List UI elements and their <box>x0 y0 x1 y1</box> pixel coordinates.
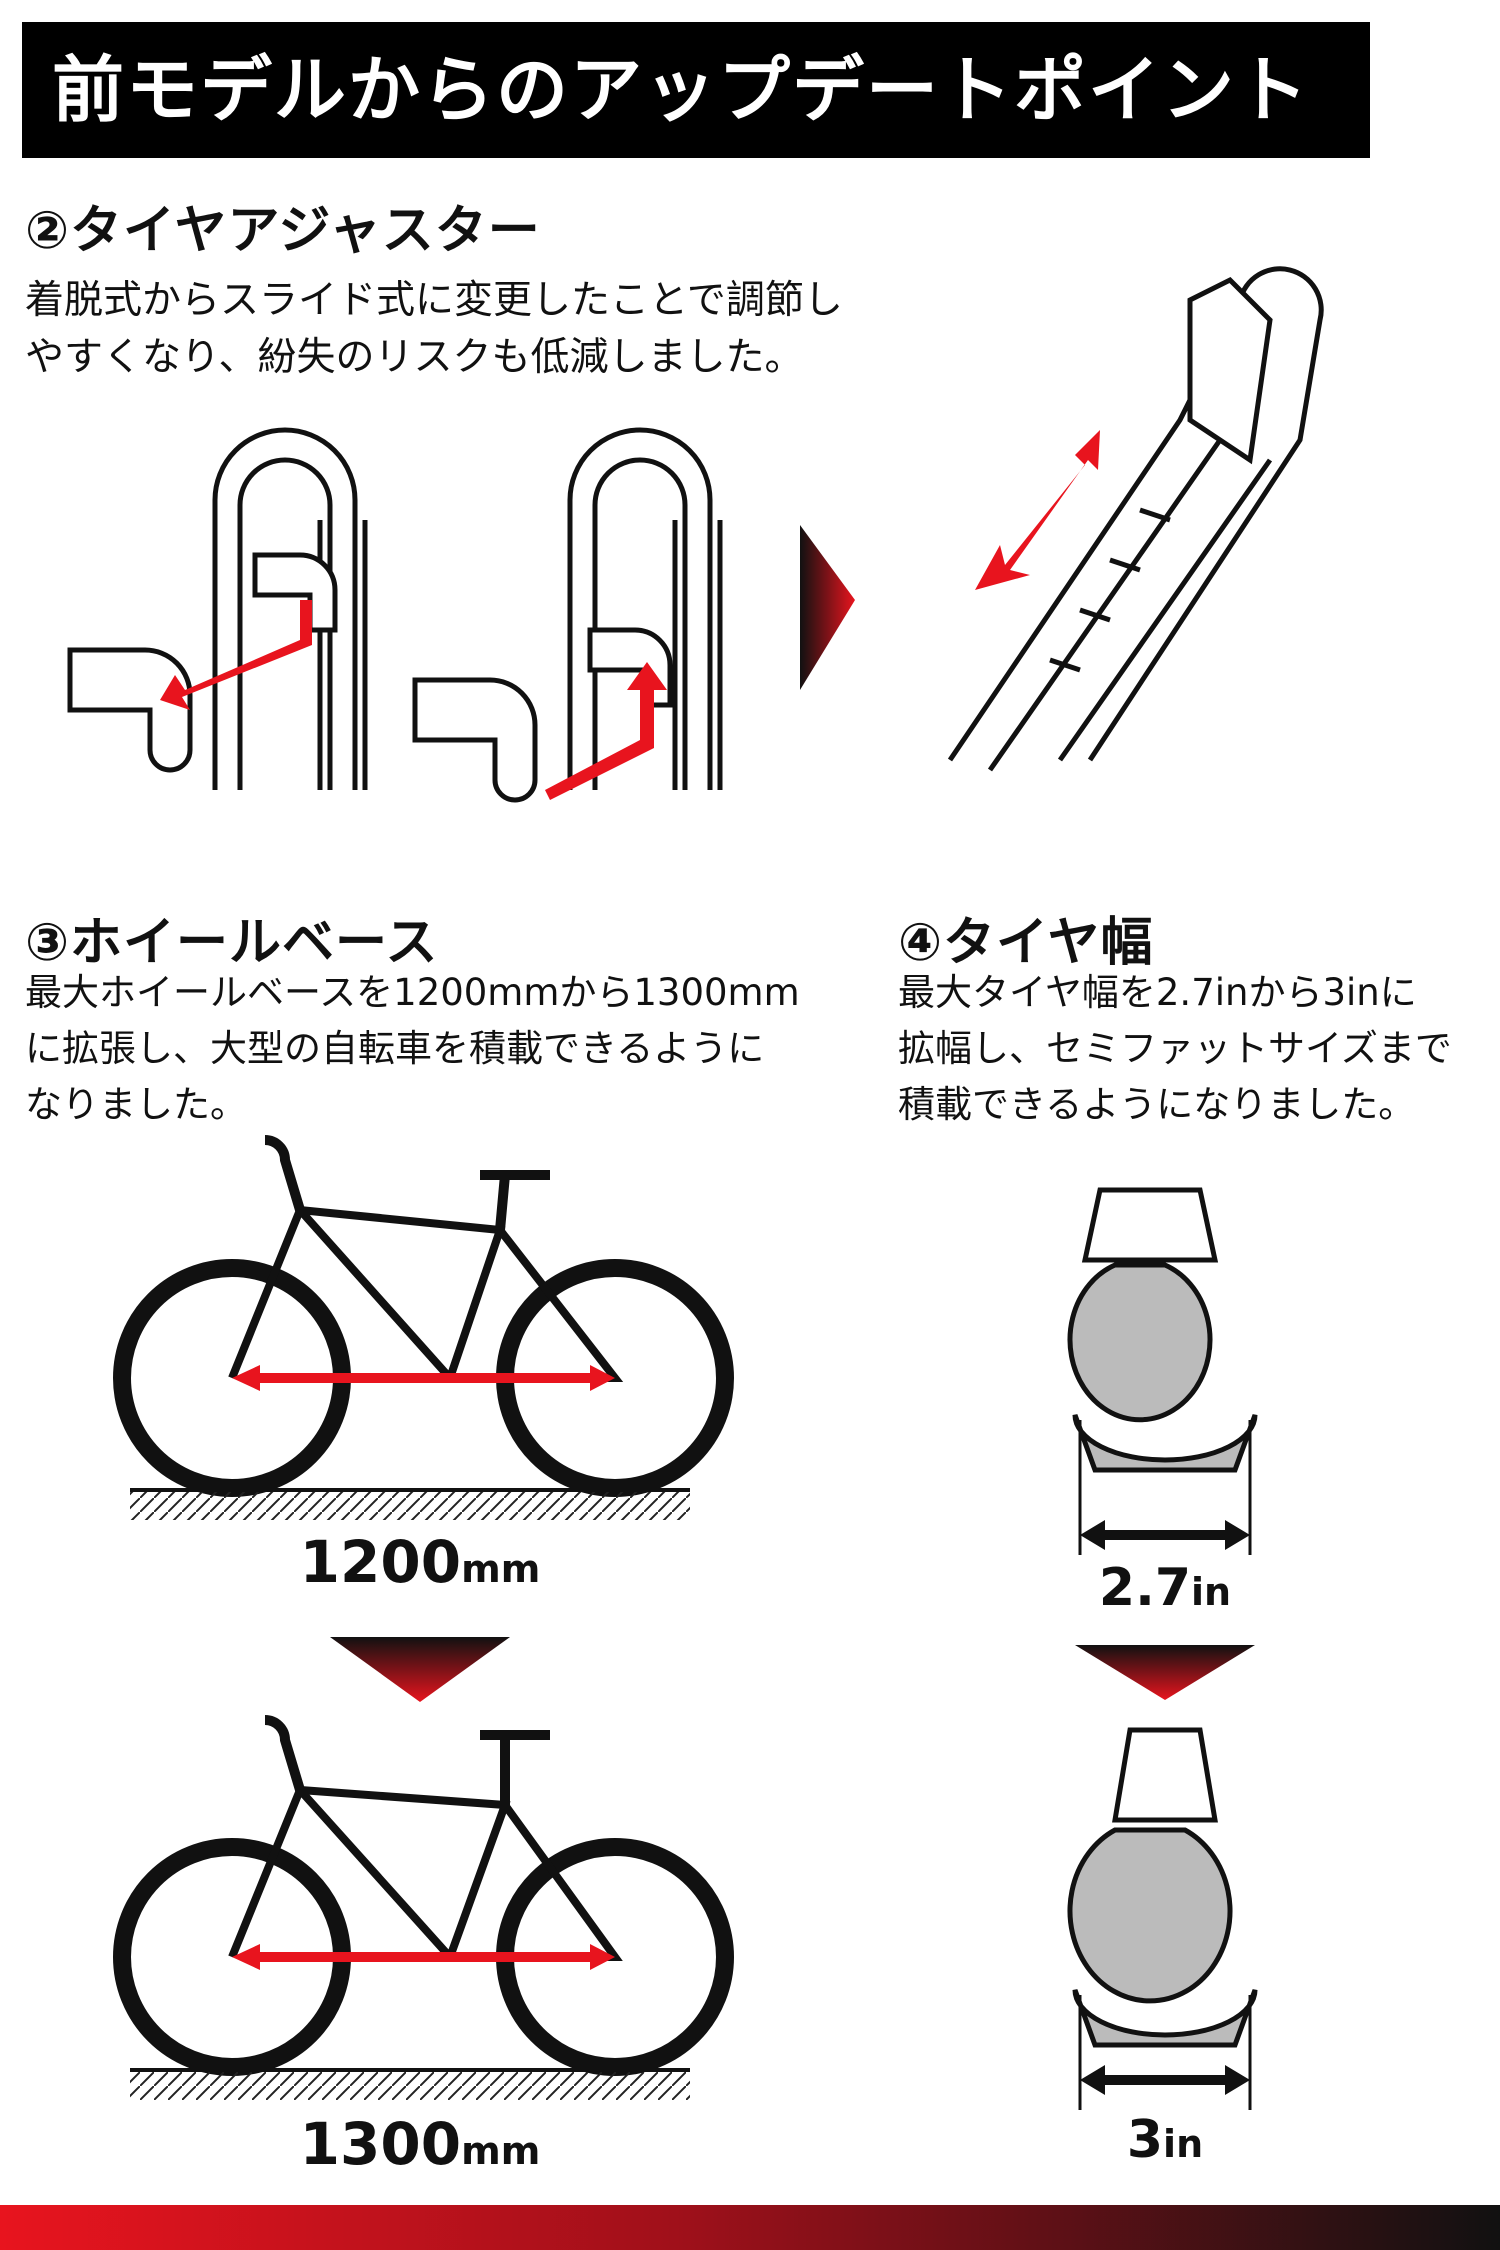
tire-width-after-label: 3in <box>1065 2110 1265 2170</box>
unit: in <box>1191 1570 1232 1614</box>
wheelbase-before-label: 1200mm <box>270 1528 570 1596</box>
bicycle-1300mm <box>113 1715 734 2100</box>
section2-text: 着脱式からスライド式に変更したことで調節し やすくなり、紛失のリスクも低減しまし… <box>25 272 843 386</box>
down-triangle-icon <box>330 1637 510 1702</box>
unit: in <box>1163 2122 1204 2166</box>
double-arrow-slide <box>975 430 1100 590</box>
value: 1200 <box>299 1528 462 1596</box>
text-line: 最大ホイールベースを1200mmから1300mm <box>25 971 800 1014</box>
rack-arm-new <box>412 427 723 803</box>
text-line: やすくなり、紛失のリスクも低減しました。 <box>25 335 804 380</box>
text-line: 拡幅し、セミファットサイズまで <box>898 1027 1452 1070</box>
rack-arm-old <box>67 427 368 790</box>
footer-gradient-bar <box>0 2205 1500 2250</box>
value: 3 <box>1126 2110 1164 2170</box>
tire-cradle-3in <box>1067 1727 1258 2110</box>
width-arrow-3in <box>1080 2065 1250 2095</box>
unit: mm <box>461 2129 541 2173</box>
section4-text: 最大タイヤ幅を2.7inから3inに 拡幅し、セミファットサイズまで 積載できる… <box>898 965 1452 1133</box>
wheelbase-arrow-1300 <box>232 1944 615 1970</box>
tire-cradle-2.7in <box>1067 1187 1258 1555</box>
unit: mm <box>461 1547 541 1591</box>
section3-title: ③ホイールベース <box>25 913 439 973</box>
value: 2.7 <box>1098 1558 1192 1618</box>
text-line: 最大タイヤ幅を2.7inから3inに <box>898 971 1417 1014</box>
section2-title: ②タイヤアジャスター <box>25 201 541 261</box>
slide-adjuster-closeup <box>947 266 1324 772</box>
text-line: に拡張し、大型の自転車を積載できるように <box>25 1027 765 1070</box>
arrow-remove <box>160 600 312 710</box>
text-line: 着脱式からスライド式に変更したことで調節し <box>25 278 843 323</box>
down-triangle-icon <box>1075 1645 1255 1700</box>
section4-title: ④タイヤ幅 <box>898 913 1154 973</box>
next-triangle-icon <box>800 525 855 690</box>
wheelbase-arrow-1200 <box>232 1365 615 1391</box>
width-arrow-2.7in <box>1080 1520 1250 1550</box>
page-title: 前モデルからのアップデートポイント <box>22 22 1370 158</box>
bicycle-1200mm <box>113 1135 734 1520</box>
arrow-attach <box>545 662 667 800</box>
text-line: 積載できるようになりました。 <box>898 1083 1416 1126</box>
value: 1300 <box>299 2110 462 2178</box>
tire-width-before-label: 2.7in <box>1065 1558 1265 1618</box>
section3-text: 最大ホイールベースを1200mmから1300mm に拡張し、大型の自転車を積載で… <box>25 965 800 1133</box>
text-line: なりました。 <box>25 1083 247 1126</box>
wheelbase-after-label: 1300mm <box>270 2110 570 2178</box>
